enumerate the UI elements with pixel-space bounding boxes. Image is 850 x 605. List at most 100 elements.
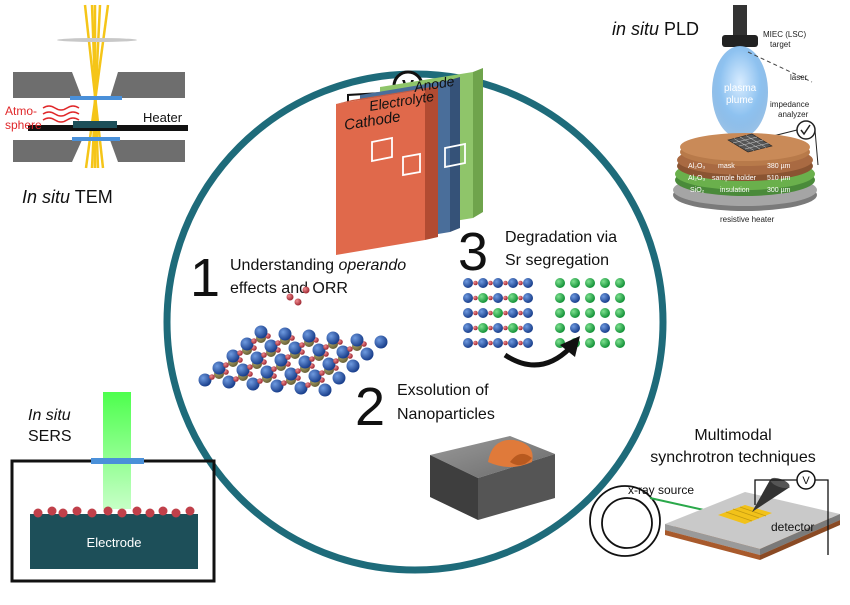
oxygen-atom bbox=[488, 325, 493, 331]
synchrotron-ring-outer bbox=[589, 485, 661, 557]
oxygen-atom bbox=[237, 350, 243, 356]
oxygen-atom bbox=[473, 310, 478, 316]
adsorbed-oxygen bbox=[302, 286, 310, 294]
synchrotron-circuit bbox=[754, 479, 829, 555]
adsorbed-oxygen bbox=[294, 298, 302, 306]
pld-insulation-label: insulation bbox=[720, 187, 750, 194]
a-site-atom bbox=[298, 355, 312, 369]
a-site-atom bbox=[332, 371, 346, 385]
lattice-before bbox=[463, 278, 533, 348]
plume-label-2: plume bbox=[726, 95, 754, 106]
step1-block: 1 Understanding operando effects and ORR bbox=[190, 248, 406, 397]
pld-panel: in situ PLD MIEC (LSC) target plasma plu… bbox=[612, 5, 819, 224]
pld-target-label-1: MIEC (LSC) bbox=[763, 30, 806, 39]
cathode-window bbox=[371, 136, 393, 163]
la-atom bbox=[463, 338, 473, 348]
oxygen-atom bbox=[295, 368, 301, 374]
pld-mask-label: mask bbox=[718, 163, 735, 170]
anode-label: Anode bbox=[412, 73, 456, 95]
xray-source-label: x-ray source bbox=[628, 483, 694, 497]
sr-atom bbox=[570, 278, 580, 288]
pld-al2o3-label-1: Al₂O₃ bbox=[688, 163, 705, 170]
step2-number: 2 bbox=[355, 377, 385, 437]
a-site-atom bbox=[336, 345, 350, 359]
pld-target-rod bbox=[733, 5, 747, 35]
synchrotron-voltmeter-label: V bbox=[802, 475, 810, 487]
la-atom bbox=[570, 293, 580, 303]
oxygen-atom bbox=[488, 310, 493, 316]
pld-target-label-2: target bbox=[770, 40, 791, 49]
lattice-after bbox=[555, 278, 625, 348]
sers-nanoparticle bbox=[87, 508, 97, 518]
oxygen-atom bbox=[488, 340, 493, 346]
a-site-atom bbox=[278, 327, 292, 341]
la-atom bbox=[523, 338, 533, 348]
la-atom bbox=[463, 308, 473, 318]
sers-electrode-label: Electrode bbox=[87, 535, 142, 550]
oxygen-atom bbox=[473, 280, 478, 286]
oxygen-atom bbox=[518, 310, 523, 316]
a-site-atom bbox=[250, 351, 264, 365]
pld-sio2-label: SiO₂ bbox=[690, 187, 705, 194]
pld-holder-value: 510 µm bbox=[767, 175, 791, 182]
oxygen-atom bbox=[503, 310, 508, 316]
pld-target bbox=[722, 35, 758, 47]
adsorbed-oxygen bbox=[286, 293, 294, 301]
a-site-atom bbox=[236, 363, 250, 377]
step2-title-line1: Exsolution of bbox=[397, 382, 489, 399]
a-site-atom bbox=[274, 353, 288, 367]
step1-title-line2: effects and ORR bbox=[230, 280, 348, 297]
pld-holder-label: sample holder bbox=[712, 175, 757, 182]
sr-atom bbox=[555, 323, 565, 333]
sr-atom bbox=[615, 323, 625, 333]
a-site-atom bbox=[254, 325, 268, 339]
sers-nanoparticle bbox=[33, 508, 43, 518]
analyzer-label-1: impedance bbox=[770, 100, 810, 109]
a-site-atom bbox=[222, 375, 236, 389]
electrolyte-window bbox=[402, 152, 421, 177]
plasma-plume bbox=[712, 46, 768, 138]
a-site-atom bbox=[308, 369, 322, 383]
segregation-arrow bbox=[503, 346, 572, 368]
synchrotron-title-2: synchrotron techniques bbox=[650, 449, 815, 466]
detector-cone bbox=[752, 480, 790, 512]
fuel-cell-stack: V Anode Electrolyte Cathode bbox=[336, 68, 483, 255]
la-atom bbox=[463, 323, 473, 333]
sr-atom bbox=[585, 308, 595, 318]
synchrotron-ring-inner bbox=[601, 497, 653, 549]
a-site-atom bbox=[318, 383, 332, 397]
tem-holder-top-left bbox=[13, 72, 82, 98]
la-atom bbox=[478, 278, 488, 288]
la-atom bbox=[493, 323, 503, 333]
sr-atom bbox=[555, 293, 565, 303]
oxygen-atom bbox=[323, 344, 329, 350]
la-atom bbox=[523, 293, 533, 303]
sr-atom bbox=[585, 278, 595, 288]
oxygen-atom bbox=[473, 325, 478, 331]
step2-block: 2 Exsolution of Nanoparticles bbox=[355, 377, 555, 520]
pld-heater-label: resistive heater bbox=[720, 215, 775, 224]
oxygen-atom bbox=[503, 325, 508, 331]
oxygen-atom bbox=[271, 366, 277, 372]
la-atom bbox=[478, 338, 488, 348]
pld-laser-beam bbox=[747, 51, 813, 83]
la-atom bbox=[600, 323, 610, 333]
a-site-atom bbox=[246, 377, 260, 391]
la-atom bbox=[493, 278, 503, 288]
la-atom bbox=[508, 338, 518, 348]
sers-nanoparticle bbox=[117, 508, 127, 518]
la-atom bbox=[463, 293, 473, 303]
sr-atom bbox=[600, 308, 610, 318]
oxygen-atom bbox=[333, 358, 339, 364]
oxygen-atom bbox=[488, 280, 493, 286]
sers-nanoparticle bbox=[103, 506, 113, 516]
tem-panel: Atmo- sphere Heater In situ TEM bbox=[5, 4, 188, 207]
oxygen-atom bbox=[223, 362, 229, 368]
sr-atom bbox=[615, 278, 625, 288]
oxygen-atom bbox=[233, 376, 239, 382]
synchrotron-panel: Multimodal synchrotron techniques x-ray … bbox=[589, 427, 840, 560]
a-site-atom bbox=[288, 341, 302, 355]
sr-atom bbox=[615, 308, 625, 318]
sers-window bbox=[91, 458, 144, 464]
oxygen-atom bbox=[518, 280, 523, 286]
